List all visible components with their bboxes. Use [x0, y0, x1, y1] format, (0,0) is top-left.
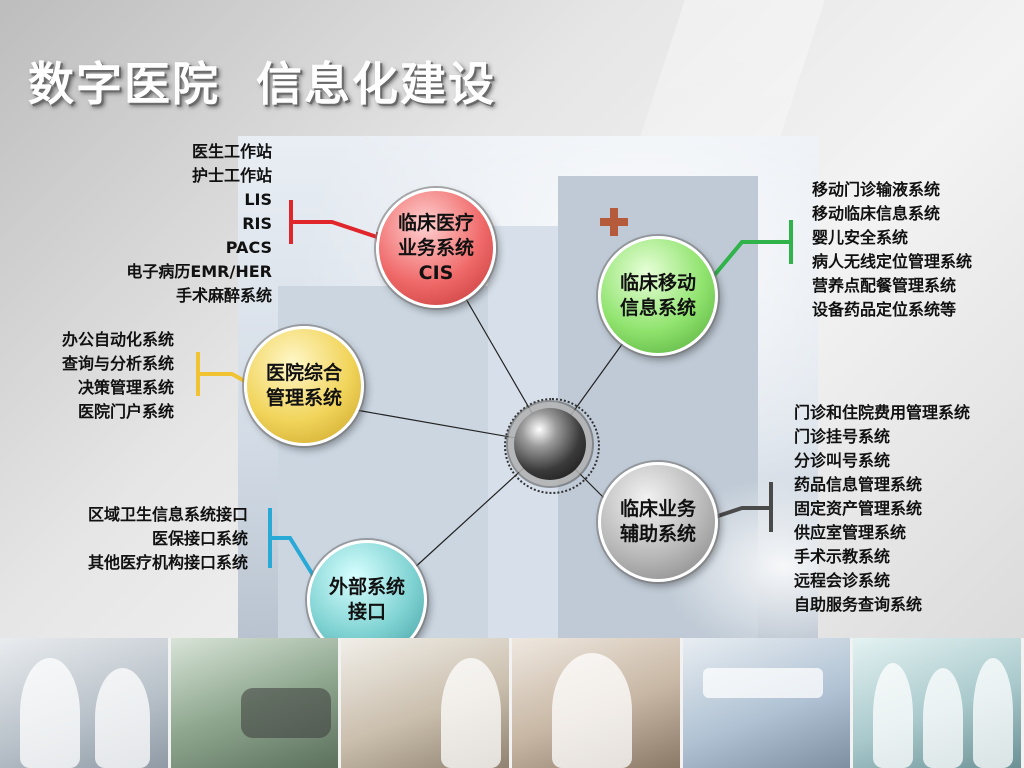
list-item: 固定资产管理系统: [794, 499, 923, 518]
bracket-ext: [268, 508, 318, 582]
list-admin: 办公自动化系统 查询与分析系统 决策管理系统 医院门户系统: [62, 328, 174, 424]
list-item: 区域卫生信息系统接口: [87, 505, 248, 524]
node-admin-line-2: 管理系统: [265, 387, 342, 409]
hub-sphere: [514, 408, 586, 480]
handheld-scanner-photo: [170, 638, 342, 768]
list-item: 移动临床信息系统: [812, 204, 941, 223]
list-mobile: 移动门诊输液系统 移动临床信息系统 婴儿安全系统 病人无线定位管理系统 营养点配…: [812, 178, 972, 322]
list-item: 办公自动化系统: [61, 330, 174, 349]
node-aux-line-1: 临床业务: [619, 498, 696, 520]
list-item: RIS: [242, 214, 272, 233]
list-item: 医生工作站: [191, 142, 272, 161]
node-aux[interactable]: 临床业务 辅助系统: [598, 462, 718, 582]
list-item: 分诊叫号系统: [794, 451, 891, 470]
node-cis-line-3: CIS: [418, 261, 454, 284]
list-ext: 区域卫生信息系统接口 医保接口系统 其他医疗机构接口系统: [88, 503, 248, 575]
node-mobile[interactable]: 临床移动 信息系统: [598, 236, 718, 356]
node-mobile-line-2: 信息系统: [619, 297, 696, 319]
doctor-consult-photo: [0, 638, 171, 768]
list-item: 移动门诊输液系统: [812, 180, 941, 199]
list-item: 查询与分析系统: [61, 354, 174, 373]
list-item: PACS: [225, 238, 272, 257]
hub-ring: [504, 398, 600, 494]
list-item: 自助服务查询系统: [794, 595, 923, 614]
photo-strip: [0, 638, 1024, 768]
list-cis: 医生工作站 护士工作站 LIS RIS PACS 电子病历EMR/HER 手术麻…: [126, 140, 272, 308]
node-admin[interactable]: 医院综合 管理系统: [244, 326, 364, 446]
list-item: 门诊和住院费用管理系统: [794, 403, 971, 422]
bracket-mobile: [710, 220, 793, 280]
node-admin-line-1: 医院综合: [265, 362, 342, 384]
red-cross-icon: [600, 208, 628, 236]
doctor-pda-photo: [512, 638, 683, 768]
list-aux: 门诊和住院费用管理系统 门诊挂号系统 分诊叫号系统 药品信息管理系统 固定资产管…: [794, 401, 970, 617]
bracket-cis: [289, 200, 387, 244]
list-item: LIS: [244, 190, 272, 209]
node-cis-line-1: 临床医疗: [397, 211, 474, 234]
patient-care-photo: [341, 638, 513, 768]
list-item: 护士工作站: [191, 166, 272, 185]
bracket-aux: [711, 482, 773, 532]
ward-nurses-photo: [853, 638, 1024, 768]
node-cis[interactable]: 临床医疗 业务系统 CIS: [376, 188, 496, 308]
list-item: 电子病历EMR/HER: [126, 262, 272, 281]
node-ext-line-2: 接口: [347, 601, 386, 623]
bracket-admin: [196, 352, 251, 396]
list-item: 医院门户系统: [77, 402, 174, 421]
list-item: 药品信息管理系统: [794, 475, 923, 494]
list-item: 决策管理系统: [77, 378, 174, 397]
node-ext-line-1: 外部系统: [328, 576, 405, 598]
list-item: 手术麻醉系统: [175, 286, 272, 305]
list-item: 医保接口系统: [151, 529, 248, 548]
list-item: 其他医疗机构接口系统: [87, 553, 248, 572]
list-item: 门诊挂号系统: [794, 427, 891, 446]
node-cis-line-2: 业务系统: [397, 236, 474, 259]
list-item: 远程会诊系统: [794, 571, 891, 590]
node-mobile-line-1: 临床移动: [619, 272, 696, 294]
wristband-photo: [682, 638, 854, 768]
page-title: 数字医院 信息化建设: [28, 57, 497, 111]
list-item: 设备药品定位系统等: [812, 300, 957, 319]
list-item: 营养点配餐管理系统: [812, 276, 957, 295]
list-item: 供应室管理系统: [794, 523, 907, 542]
list-item: 婴儿安全系统: [812, 228, 909, 247]
list-item: 病人无线定位管理系统: [812, 252, 973, 271]
list-item: 手术示教系统: [794, 547, 891, 566]
node-aux-line-2: 辅助系统: [619, 523, 696, 545]
